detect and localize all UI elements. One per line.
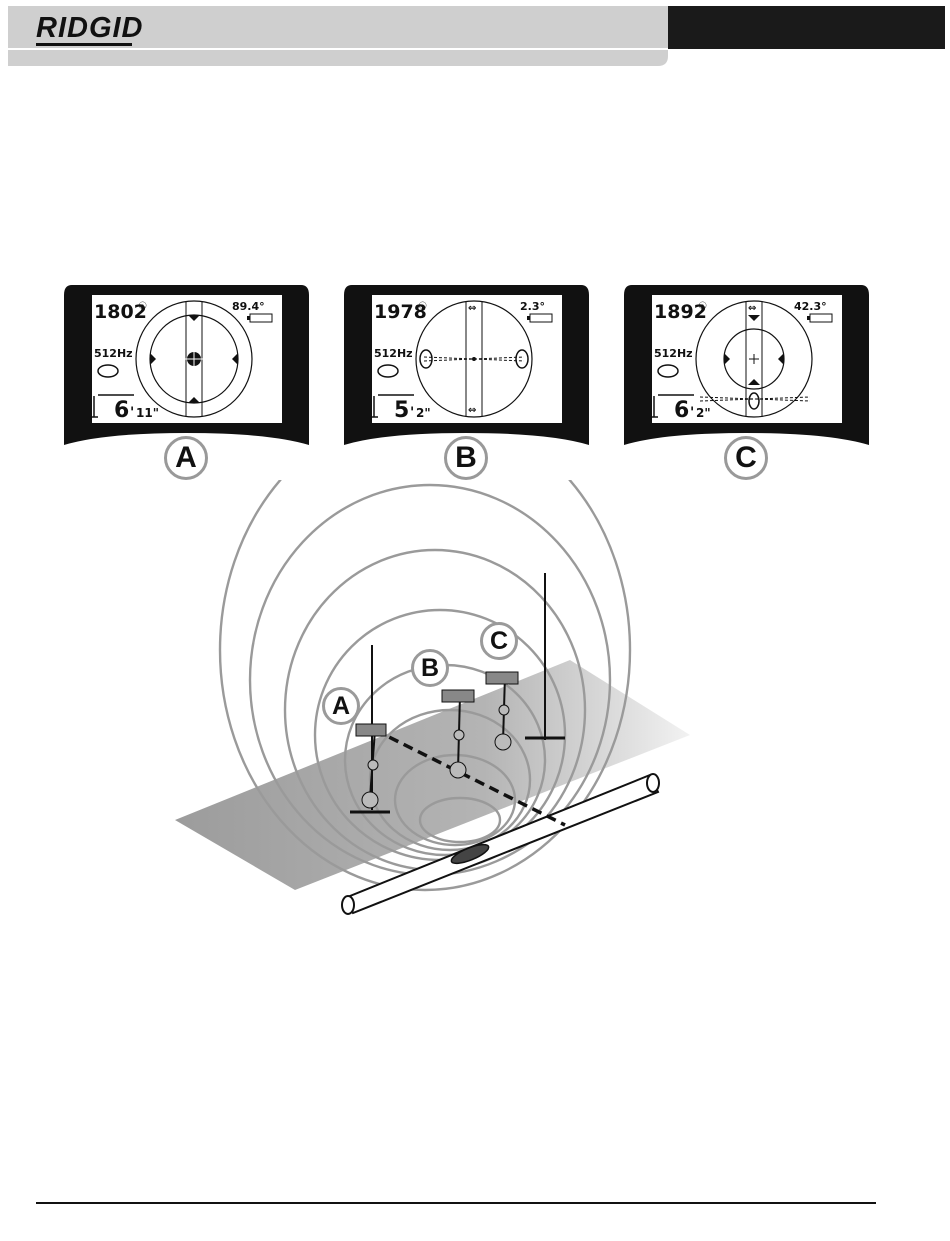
pitch-angle: 89.4° [232, 300, 265, 313]
screen-label-b: B [444, 436, 488, 480]
depth-inches: 2" [416, 406, 431, 420]
depth-feet: 6 [674, 398, 689, 423]
svg-text:⇔: ⇔ [468, 405, 476, 416]
frequency: 512Hz [374, 347, 413, 360]
svg-text:': ' [130, 405, 134, 421]
display-screen-a: 1802 ☉ 89.4° 512Hz 6 ' 11" [64, 285, 309, 455]
brand-underline [36, 43, 132, 46]
locating-illustration [170, 480, 710, 920]
frequency: 512Hz [94, 347, 133, 360]
footer-rule [36, 1202, 876, 1204]
depth-inches: 11" [136, 406, 159, 420]
svg-text:☉: ☉ [138, 301, 147, 312]
header-dark-block [668, 6, 945, 49]
display-screen-c: ⇔ 1892 ☉ 42.3° 512Hz 6 ' 2" [624, 285, 869, 455]
illus-label-c: C [480, 622, 518, 660]
svg-text:☉: ☉ [418, 301, 427, 312]
depth-feet: 5 [394, 398, 409, 423]
svg-text:': ' [690, 405, 694, 421]
svg-text:': ' [410, 405, 414, 421]
depth-inches: 2" [696, 406, 711, 420]
illus-label-a: A [322, 687, 360, 725]
pitch-angle: 42.3° [794, 300, 827, 313]
illus-label-b: B [411, 649, 449, 687]
svg-text:⇔: ⇔ [468, 303, 476, 314]
pitch-angle: 2.3° [520, 300, 545, 313]
ground-plane [175, 660, 690, 890]
display-screen-b: ⇔ ⇔ 1978 ☉ 2.3° 512Hz 5 ' 2" [344, 285, 589, 455]
brand-logo: RIDGID [36, 12, 144, 45]
svg-text:⇔: ⇔ [748, 303, 756, 314]
svg-text:☉: ☉ [698, 301, 707, 312]
screen-label-c: C [724, 436, 768, 480]
frequency: 512Hz [654, 347, 693, 360]
depth-feet: 6 [114, 398, 129, 423]
screen-label-a: A [164, 436, 208, 480]
